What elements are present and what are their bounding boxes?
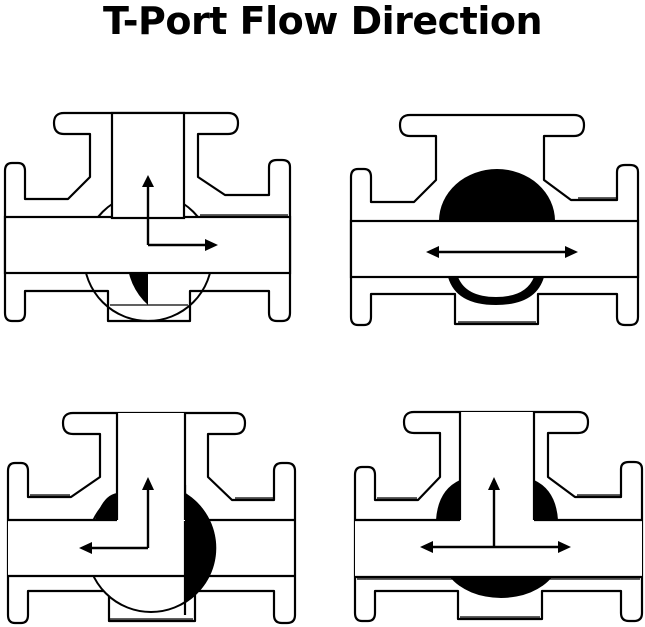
arrow-head: [142, 477, 154, 490]
arrow-head: [558, 541, 571, 553]
arrow-head: [420, 541, 433, 553]
ball: [448, 277, 544, 305]
arrow-head: [205, 239, 218, 251]
arrow-head: [565, 246, 578, 258]
bore-run: [349, 219, 640, 279]
ball: [439, 169, 555, 221]
arrow-head: [426, 246, 439, 258]
ball: [534, 480, 558, 520]
diagram-title: T-Port Flow Direction: [102, 0, 543, 43]
arrow-head: [142, 175, 154, 187]
bore-run: [355, 520, 642, 577]
bore-branch: [117, 413, 185, 521]
arrow-head: [488, 477, 500, 490]
arrow-head: [79, 542, 92, 554]
valve-1-ball-left: [3, 111, 292, 323]
valve-4-ball-bottom: [353, 410, 644, 623]
ball: [95, 493, 117, 520]
ball: [450, 577, 552, 598]
bore-branch: [460, 412, 534, 521]
valve-2-ball-top: [349, 113, 640, 327]
ball: [436, 480, 460, 520]
valve-3-ball-right: [6, 411, 297, 625]
